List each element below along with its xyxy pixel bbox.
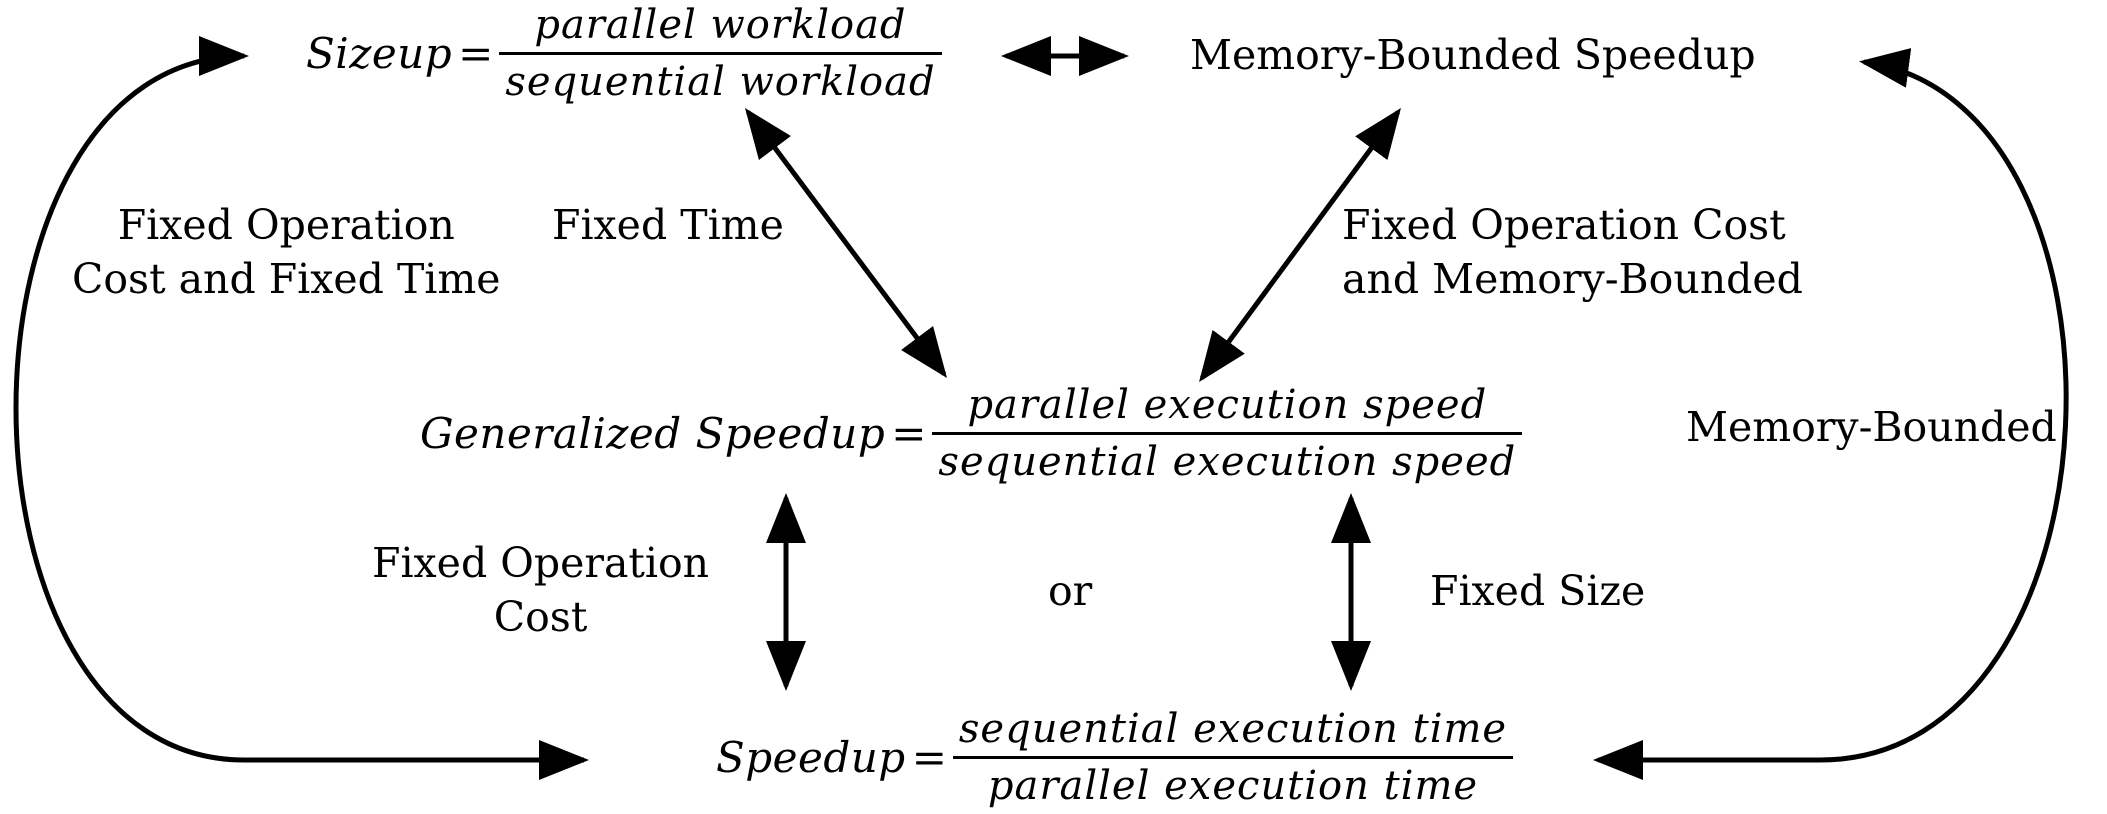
label-memory-bounded: Memory-Bounded xyxy=(1686,400,2057,454)
speedup-lhs: Speedup xyxy=(716,733,906,782)
label-fixed-op-cost-fixed-time: Fixed Operation Cost and Fixed Time xyxy=(72,198,501,306)
generalized-speedup-equals: = xyxy=(891,409,927,458)
curve-memory-bounded xyxy=(1593,48,2069,780)
speedup-equals: = xyxy=(911,733,947,782)
speedup-fraction: sequential execution time parallel execu… xyxy=(952,706,1514,809)
fraction-bar xyxy=(499,52,942,55)
sizeup-fraction: parallel workload sequential workload xyxy=(499,2,942,105)
label-fixed-time: Fixed Time xyxy=(552,198,784,252)
sizeup-denominator: sequential workload xyxy=(505,59,936,105)
label-fixed-size: Fixed Size xyxy=(1430,564,1645,618)
label-or: or xyxy=(1048,564,1092,618)
label-fixed-op-cost-memory-bounded: Fixed Operation Cost and Memory-Bounded xyxy=(1342,198,1803,306)
sizeup-numerator: parallel workload xyxy=(534,2,907,48)
label-fixed-operation-cost: Fixed Operation Cost xyxy=(372,536,709,644)
generalized-speedup-formula: Generalized Speedup = parallel execution… xyxy=(420,382,1523,485)
memory-bounded-speedup-label: Memory-Bounded Speedup xyxy=(1190,28,1756,82)
fraction-bar xyxy=(952,756,1514,759)
sizeup-equals: = xyxy=(458,29,494,78)
label-line: Fixed Operation xyxy=(117,201,455,249)
curve-fixed-op-cost-fixed-time xyxy=(13,36,589,780)
label-line: Cost xyxy=(493,593,588,641)
arrow-fixed-time xyxy=(745,107,947,379)
arrow-fixed-op-cost-memory-bounded xyxy=(1199,107,1401,383)
sizeup-lhs: Sizeup xyxy=(306,29,453,78)
fraction-bar xyxy=(932,432,1523,435)
label-line: Fixed Operation xyxy=(372,539,710,587)
label-line: Fixed Operation Cost xyxy=(1342,201,1786,249)
label-line: and Memory-Bounded xyxy=(1342,255,1803,303)
memory-bounded-speedup-text: Memory-Bounded Speedup xyxy=(1190,31,1756,79)
speedup-numerator: sequential execution time xyxy=(958,706,1508,752)
generalized-speedup-denominator: sequential execution speed xyxy=(938,439,1517,485)
sizeup-formula: Sizeup = parallel workload sequential wo… xyxy=(306,2,942,105)
label-memory-bounded-text: Memory-Bounded xyxy=(1686,403,2057,451)
label-or-text: or xyxy=(1048,567,1093,615)
label-line: Cost and Fixed Time xyxy=(72,255,501,303)
generalized-speedup-fraction: parallel execution speed sequential exec… xyxy=(932,382,1523,485)
generalized-speedup-lhs: Generalized Speedup xyxy=(420,409,886,458)
speedup-formula: Speedup = sequential execution time para… xyxy=(716,706,1514,809)
label-fixed-time-text: Fixed Time xyxy=(552,201,784,249)
speedup-denominator: parallel execution time xyxy=(987,763,1479,809)
label-fixed-size-text: Fixed Size xyxy=(1430,567,1646,615)
generalized-speedup-numerator: parallel execution speed xyxy=(967,382,1488,428)
